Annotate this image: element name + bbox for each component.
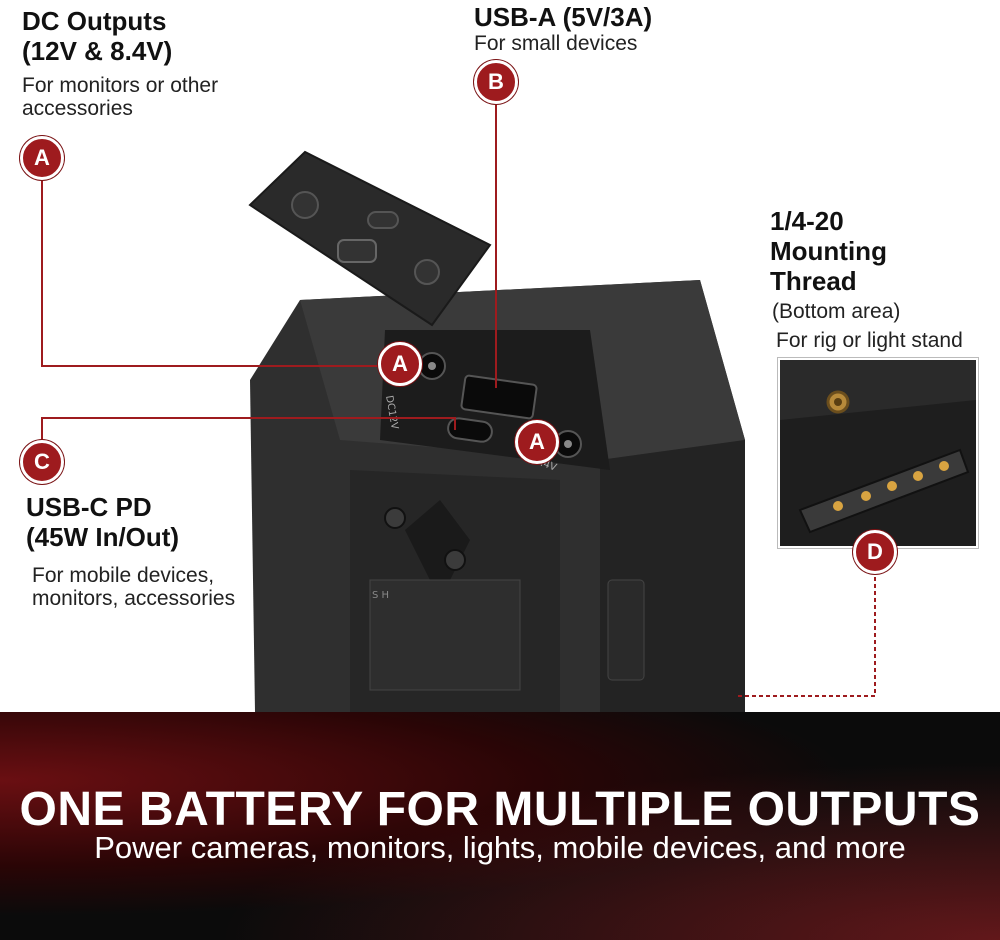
marker-b: B	[474, 60, 518, 104]
release-tab	[607, 579, 645, 681]
dc-outputs-callout: DC Outputs (12V & 8.4V) For monitors or …	[22, 6, 218, 120]
marker-d: D	[853, 530, 897, 574]
thread-desc-line1: (Bottom area)	[772, 300, 901, 323]
usb-a-desc: For small devices	[474, 32, 638, 55]
banner-subline: Power cameras, monitors, lights, mobile …	[94, 830, 906, 865]
usb-c-port	[447, 417, 493, 443]
leader-line-c	[41, 417, 456, 440]
brand-mark: S H	[372, 590, 389, 601]
usb-a-title: USB-A (5V/3A)	[474, 2, 653, 32]
usb-c-desc-line1: For mobile devices,	[32, 564, 215, 587]
mounting-thread-callout: 1/4-20 Mounting Thread (Bottom area) For…	[770, 206, 963, 352]
pin-connector	[798, 448, 970, 534]
leader-line-a	[41, 176, 382, 367]
usb-c-desc-line2: monitors, accessories	[32, 587, 236, 610]
inset-illustration	[780, 360, 976, 546]
dc-outputs-title-line1: DC Outputs	[22, 6, 167, 36]
leader-line-d	[735, 570, 876, 697]
bottom-banner: ONE BATTERY FOR MULTIPLE OUTPUTS Power c…	[0, 712, 1000, 940]
thread-title-line1: 1/4-20	[770, 206, 844, 236]
marker-a-top: A	[20, 136, 64, 180]
usb-c-title-line2: (45W In/Out)	[26, 522, 180, 552]
thread-desc-line2: For rig or light stand	[776, 329, 963, 352]
usb-c-callout: USB-C PD (45W In/Out) For mobile devices…	[26, 492, 235, 610]
thread-title-line3: Thread	[770, 266, 857, 296]
marker-c: C	[20, 440, 64, 484]
thread-title-line2: Mounting	[770, 236, 887, 266]
marker-a-dc84v: A	[515, 420, 559, 464]
usb-a-port	[460, 374, 538, 420]
dc-outputs-desc-line2: accessories	[22, 97, 133, 120]
spec-label	[369, 579, 521, 691]
banner-headline: ONE BATTERY FOR MULTIPLE OUTPUTS	[19, 783, 981, 836]
usb-a-callout: USB-A (5V/3A) For small devices	[474, 2, 652, 55]
mounting-thread-inset	[777, 357, 979, 549]
marker-a-dc12v: A	[378, 342, 422, 386]
dc-outputs-title-line2: (12V & 8.4V)	[22, 36, 173, 66]
usb-c-title-line1: USB-C PD	[26, 492, 152, 522]
dc-outputs-desc-line1: For monitors or other	[22, 74, 219, 97]
